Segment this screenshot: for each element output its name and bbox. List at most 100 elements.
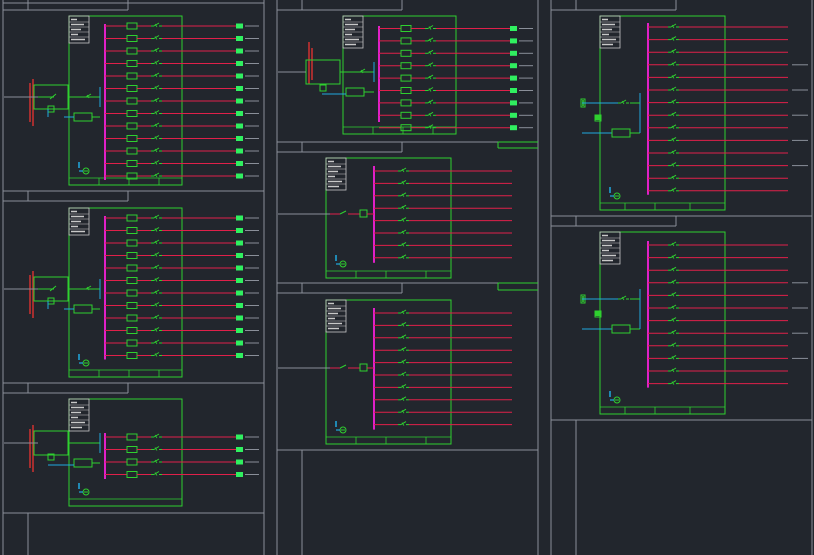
breaker-mark	[401, 168, 405, 173]
breaker-mark	[154, 215, 158, 220]
distribution-panel-box	[68, 398, 183, 507]
breaker-mark	[671, 255, 675, 259]
breaker-mark	[671, 37, 675, 41]
breaker-contact	[670, 317, 677, 322]
breaker-mark	[671, 87, 675, 92]
breaker-contact	[670, 136, 677, 141]
breaker-contact	[400, 192, 407, 197]
terminal-block	[236, 340, 243, 346]
breaker-contact	[153, 35, 160, 39]
circuit-breaker-box	[400, 99, 412, 107]
breaker-mark	[428, 51, 432, 55]
breaker-mark	[621, 296, 625, 301]
breaker-contact	[427, 25, 434, 29]
breaker-contact	[670, 111, 677, 116]
breaker-contact	[153, 289, 160, 294]
breaker-mark	[154, 48, 158, 53]
incoming-switch	[339, 210, 347, 215]
breaker-mark	[154, 136, 158, 140]
breaker-contact	[400, 167, 407, 172]
breaker-mark	[401, 193, 405, 198]
breaker-contact	[153, 97, 160, 102]
breaker-contact	[153, 264, 160, 269]
terminal-block	[236, 111, 243, 116]
breaker-mark	[154, 340, 158, 345]
terminal-block	[510, 63, 517, 69]
circuit-breaker-box	[126, 214, 138, 222]
breaker-contact	[427, 74, 434, 79]
circuit-breaker-box	[400, 49, 412, 57]
circuit-breaker-box	[126, 122, 138, 130]
breaker-mark	[428, 88, 432, 92]
circuit-breaker-box	[126, 160, 138, 167]
incoming-breaker-box	[359, 363, 368, 372]
breaker-mark	[671, 280, 675, 285]
breaker-mark	[428, 26, 432, 30]
breaker-mark	[671, 175, 675, 180]
breaker-contact	[670, 266, 677, 271]
circuit-breaker-box	[126, 352, 138, 359]
breaker-contact	[427, 124, 434, 129]
breaker-contact	[427, 62, 434, 67]
terminal-block	[510, 38, 517, 44]
terminal-block	[236, 73, 243, 79]
breaker-contact	[620, 99, 627, 104]
breaker-mark	[671, 293, 675, 297]
circuit-breaker-box	[126, 22, 138, 30]
breaker-mark	[154, 265, 158, 270]
breaker-contact	[670, 304, 677, 309]
breaker-mark	[154, 434, 158, 439]
terminal-block	[236, 228, 243, 233]
breaker-mark	[401, 323, 405, 327]
breaker-mark	[401, 218, 405, 222]
breaker-mark	[154, 459, 158, 464]
breaker-mark	[86, 94, 90, 99]
breaker-mark	[671, 242, 675, 247]
breaker-mark	[401, 347, 405, 352]
terminal-block	[236, 328, 243, 333]
breaker-mark	[154, 36, 158, 40]
terminal-block	[236, 23, 243, 29]
breaker-contact	[670, 241, 677, 246]
circuit-breaker-box	[126, 458, 138, 466]
breaker-contact	[400, 179, 407, 184]
circuit-breaker-box	[126, 97, 138, 105]
circuit-breaker-box	[126, 147, 138, 155]
terminal-block	[510, 100, 517, 106]
breaker-mark	[154, 290, 158, 295]
terminal-block	[236, 36, 243, 41]
breaker-contact	[670, 291, 677, 296]
terminal-block	[236, 240, 243, 246]
terminal-block	[236, 315, 243, 321]
breaker-contact	[427, 99, 434, 104]
contactor-box	[345, 87, 365, 97]
breaker-mark	[154, 240, 158, 245]
breaker-contact	[670, 61, 677, 66]
breaker-mark	[401, 422, 405, 426]
breaker-contact	[153, 277, 160, 281]
breaker-mark	[154, 328, 158, 332]
breaker-mark	[154, 278, 158, 282]
breaker-mark	[154, 161, 158, 165]
breaker-contact	[153, 172, 160, 177]
breaker-contact	[670, 162, 677, 167]
terminal-block	[236, 290, 243, 296]
breaker-contact	[153, 314, 160, 319]
breaker-mark	[671, 150, 675, 155]
breaker-contact	[670, 354, 677, 359]
breaker-mark	[428, 113, 432, 117]
breaker-contact	[670, 73, 677, 78]
breaker-contact	[153, 60, 160, 64]
terminal-block	[236, 459, 243, 465]
terminal-block	[236, 173, 243, 179]
breaker-contact	[153, 252, 160, 256]
breaker-mark	[154, 447, 158, 451]
circuit-breaker-box	[126, 339, 138, 347]
terminal-block	[236, 265, 243, 271]
breaker-mark	[671, 163, 675, 167]
terminal-block	[236, 148, 243, 154]
terminal-block	[510, 88, 517, 93]
contactor-box	[611, 128, 631, 138]
